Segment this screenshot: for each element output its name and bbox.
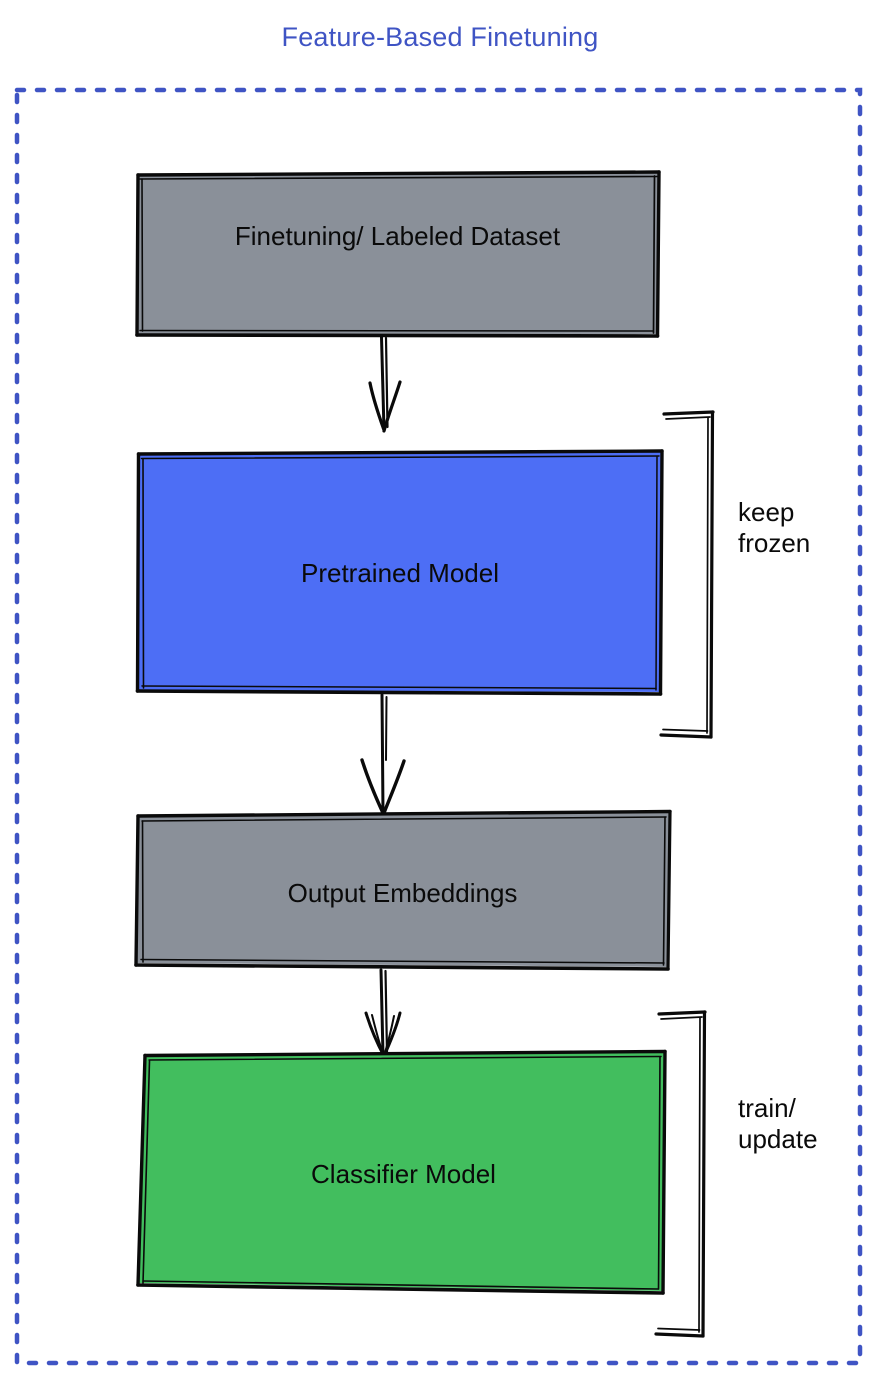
node-label-finetuning-dataset: Finetuning/ Labeled Dataset <box>234 221 561 251</box>
node-pretrained-model[interactable] <box>135 449 664 696</box>
annotation-keep-frozen: keep frozen <box>738 497 811 558</box>
node-finetuning-dataset[interactable] <box>135 170 661 338</box>
edge-embeddings-to-classifier-arrow <box>364 968 402 1058</box>
page-title: Feature-Based Finetuning <box>281 22 599 52</box>
node-label-classifier-model: Classifier Model <box>311 1159 496 1189</box>
edge-dataset-to-pretrained-arrow <box>368 335 402 433</box>
dashed-container <box>14 87 863 1366</box>
node-classifier-model[interactable] <box>136 1049 667 1295</box>
edge-pretrained-to-embeddings-arrow <box>360 693 406 815</box>
annotation-train-update: train/ update <box>738 1093 818 1154</box>
node-label-output-embeddings: Output Embeddings <box>287 878 518 908</box>
bracket-keep-frozen <box>659 410 715 739</box>
bracket-train-update <box>654 1010 707 1338</box>
node-output-embeddings[interactable] <box>134 809 672 971</box>
node-label-pretrained-model: Pretrained Model <box>301 558 499 588</box>
